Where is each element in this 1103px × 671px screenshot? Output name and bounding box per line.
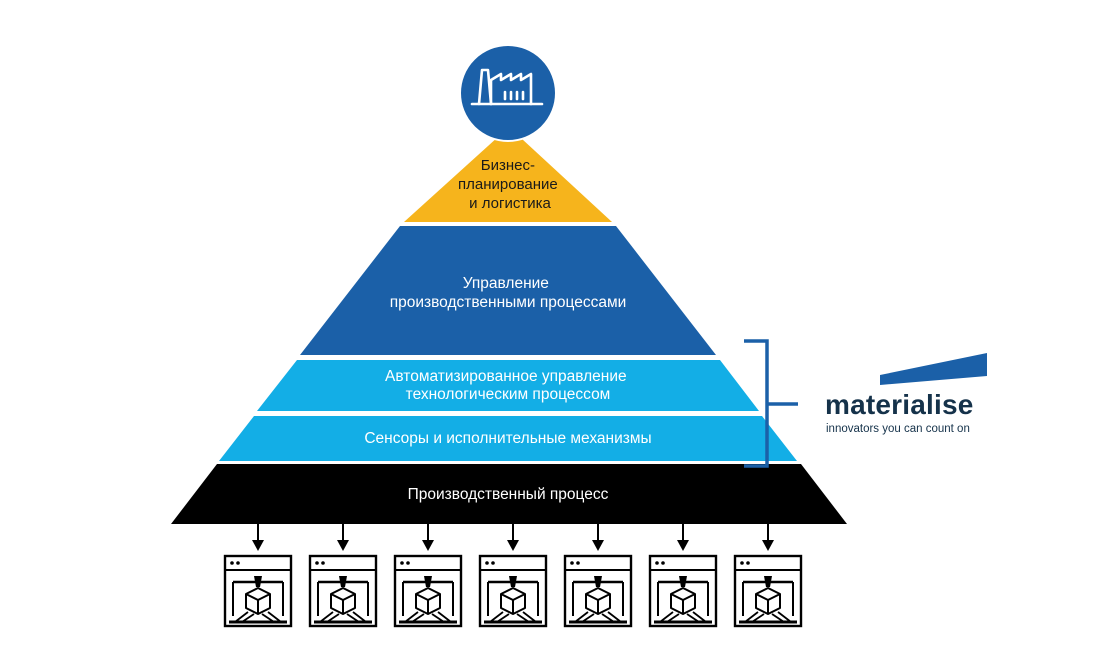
- 3d-printer-icon: [223, 554, 293, 628]
- 3d-printer-icon: [648, 554, 718, 628]
- level-process-control-label: Автоматизированное управление технологич…: [385, 368, 631, 403]
- 3d-printer-icon: [308, 554, 378, 628]
- down-arrow-icon: [592, 524, 604, 551]
- factory-icon: [459, 44, 557, 142]
- level-production-management: [300, 226, 716, 355]
- brand-logo-mark: [880, 353, 987, 385]
- level-production-process-label: Производственный процесс: [408, 486, 609, 503]
- brand-name: materialise: [825, 389, 974, 420]
- 3d-printer-icon: [393, 554, 463, 628]
- down-arrow-icon: [507, 524, 519, 551]
- down-arrow-icon: [677, 524, 689, 551]
- level-production-management-label: Управление производственными процессами: [390, 275, 627, 311]
- level-production-process: [171, 464, 847, 524]
- down-arrow-icon: [337, 524, 349, 551]
- down-arrow-icon: [252, 524, 264, 551]
- 3d-printer-icon: [733, 554, 803, 628]
- printer-row: [223, 524, 803, 628]
- bracket: [744, 339, 798, 468]
- 3d-printer-icon: [563, 554, 633, 628]
- brand-tagline: innovators you can count on: [826, 423, 970, 435]
- level-business-planning: [404, 127, 612, 222]
- level-business-planning-label: Бизнес- планирование и логистика: [458, 157, 562, 212]
- level-process-control: [257, 360, 759, 411]
- level-sensors-actuators: [219, 416, 797, 461]
- down-arrow-icon: [422, 524, 434, 551]
- brand-logo: materialise innovators you can count on: [825, 353, 987, 435]
- level-sensors-actuators-label: Сенсоры и исполнительные механизмы: [364, 430, 651, 447]
- down-arrow-icon: [762, 524, 774, 551]
- 3d-printer-icon: [478, 554, 548, 628]
